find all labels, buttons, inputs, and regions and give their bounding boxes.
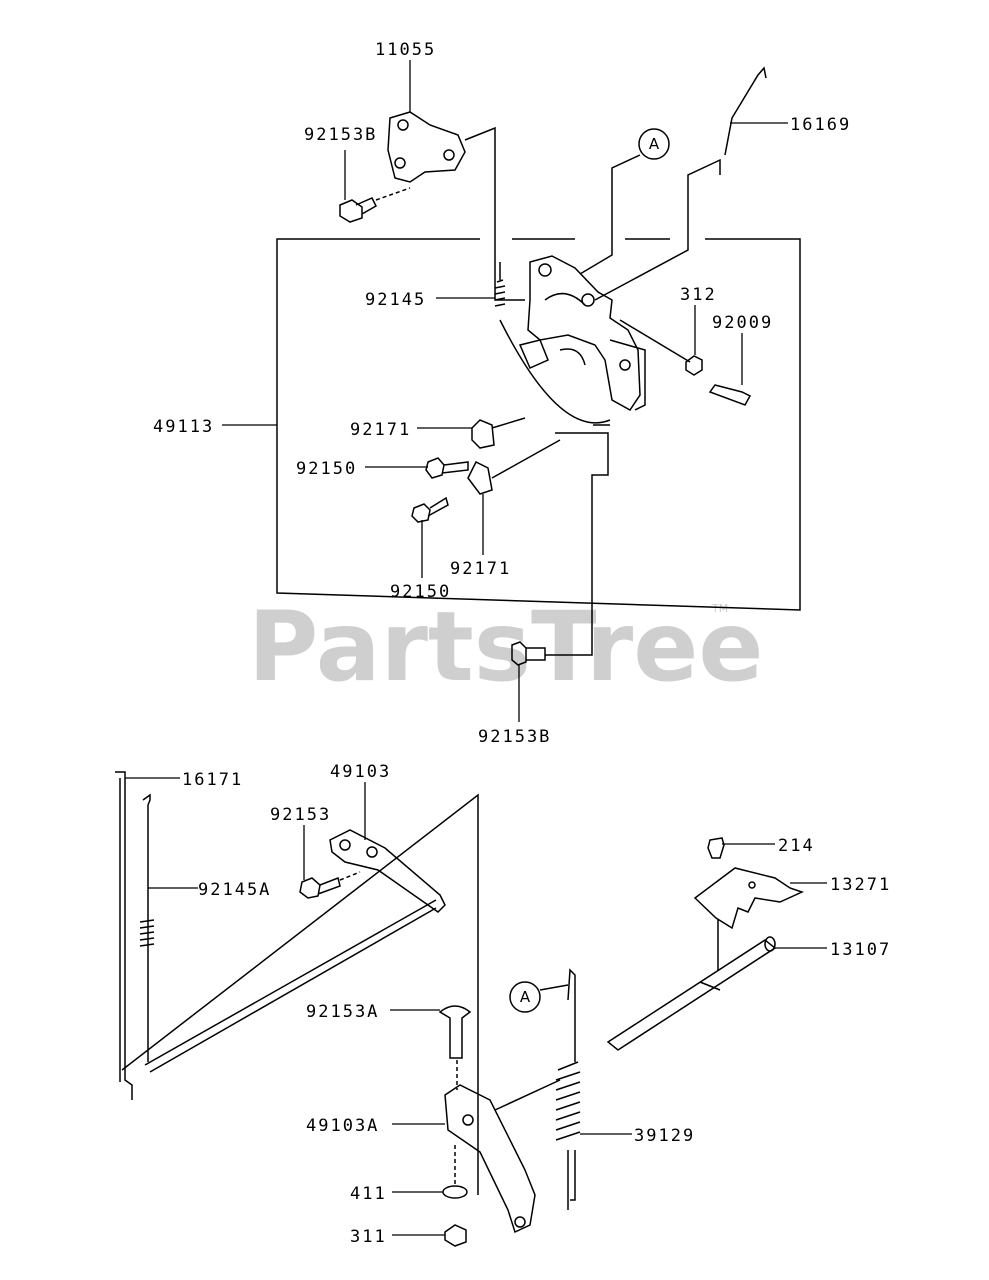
leader-bracket-to-plate — [464, 126, 525, 301]
callout-a-bottom: A — [509, 981, 541, 1013]
label-311: 311 — [350, 1227, 387, 1247]
washer-411 — [442, 1185, 468, 1199]
lever-49103A-hole-2 — [514, 1216, 526, 1228]
control-plate — [527, 255, 641, 411]
frame-49113 — [276, 238, 801, 611]
bolt-92153B-top — [339, 197, 377, 223]
plate-13271-hole — [748, 881, 756, 889]
label-49113: 49113 — [153, 417, 214, 437]
plate-hole-2 — [581, 293, 595, 307]
label-92150-a: 92150 — [296, 459, 357, 479]
label-16171: 16171 — [182, 770, 243, 790]
callout-a-bottom-text: A — [520, 988, 531, 1006]
lever-49103A — [444, 1084, 536, 1234]
label-92153B-bottom: 92153B — [478, 727, 551, 747]
label-92171-b: 92171 — [450, 559, 511, 579]
shaft-13107 — [606, 939, 777, 1051]
bracket-11055-hole-3 — [394, 157, 406, 169]
label-92145: 92145 — [365, 290, 426, 310]
wire-a-bottom — [567, 968, 576, 1201]
lever-rod — [144, 899, 437, 1066]
spring-39129 — [555, 1061, 581, 1141]
label-92145A: 92145A — [198, 880, 271, 900]
bolt-92153 — [299, 876, 341, 899]
label-312: 312 — [680, 285, 717, 305]
label-49103A: 49103A — [306, 1116, 379, 1136]
bracket-11055 — [387, 111, 466, 183]
plate-hole-1 — [538, 263, 552, 277]
spring-92145 — [494, 279, 506, 307]
label-92153: 92153 — [270, 805, 331, 825]
label-49103: 49103 — [330, 762, 391, 782]
label-16169: 16169 — [790, 115, 851, 135]
lever-rod-2 — [149, 907, 437, 1073]
watermark-tm: TM — [711, 602, 728, 615]
callout-a-top-text: A — [649, 135, 660, 153]
lever-49103A-hole — [462, 1114, 474, 1126]
plate-hole-3 — [619, 359, 631, 371]
bolt-axis-top — [375, 187, 411, 201]
label-39129: 39129 — [634, 1126, 695, 1146]
leader-callout-a-top — [579, 154, 641, 275]
screw-214 — [707, 837, 725, 859]
screw-92150-a — [425, 457, 469, 479]
clip-92171-a — [471, 419, 495, 449]
label-92009: 92009 — [712, 313, 773, 333]
leader-callout-a-bottom — [539, 984, 569, 991]
cable-16169 — [594, 66, 767, 301]
callout-a-top-circle — [638, 128, 670, 160]
bracket-49103-frame — [121, 793, 479, 1195]
lever-hole-1 — [339, 839, 351, 851]
clip-b-axis — [491, 439, 561, 479]
label-411: 411 — [350, 1184, 387, 1204]
bolt-92153B-bottom — [511, 641, 546, 666]
leader-plate-to-bolt — [545, 432, 609, 656]
label-92153B-top: 92153B — [304, 125, 377, 145]
lever-49103A-link — [494, 1079, 561, 1111]
label-92150-b: 92150 — [390, 582, 451, 602]
label-11055: 11055 — [375, 40, 436, 60]
spring-92145A — [139, 793, 155, 1062]
rod-16171 — [115, 771, 133, 1100]
plate-13271 — [693, 867, 805, 930]
label-214: 214 — [778, 836, 815, 856]
plate-slot — [544, 292, 586, 306]
bolt-92153A — [438, 1005, 472, 1059]
plate-tab — [518, 339, 549, 369]
lever-hole-2 — [366, 846, 378, 858]
nut-312 — [685, 355, 703, 376]
screw-92150-b — [411, 496, 449, 523]
watermark-text: PartsTree — [248, 591, 763, 703]
bracket-11055-hole-1 — [397, 119, 409, 131]
label-92153A: 92153A — [306, 1002, 379, 1022]
bracket-11055-hole-2 — [443, 149, 455, 161]
callout-a-top: A — [638, 128, 670, 160]
plate-side — [609, 339, 646, 411]
bolt-92153-axis — [339, 871, 361, 881]
label-92171-a: 92171 — [350, 420, 411, 440]
label-13107: 13107 — [830, 940, 891, 960]
clip-a-axis — [491, 417, 526, 429]
clip-92171-b — [467, 460, 493, 495]
shaft-13107-mark — [699, 981, 721, 991]
callout-a-bottom-circle — [509, 981, 541, 1013]
bolt-axis-92009 — [619, 319, 691, 363]
lever-49103 — [329, 829, 446, 913]
bolt-92009 — [708, 384, 752, 406]
plate-lever — [559, 348, 586, 366]
shaft-13107-end — [764, 936, 776, 952]
label-13271: 13271 — [830, 875, 891, 895]
nut-311 — [444, 1224, 467, 1247]
plate-arc — [499, 319, 611, 424]
